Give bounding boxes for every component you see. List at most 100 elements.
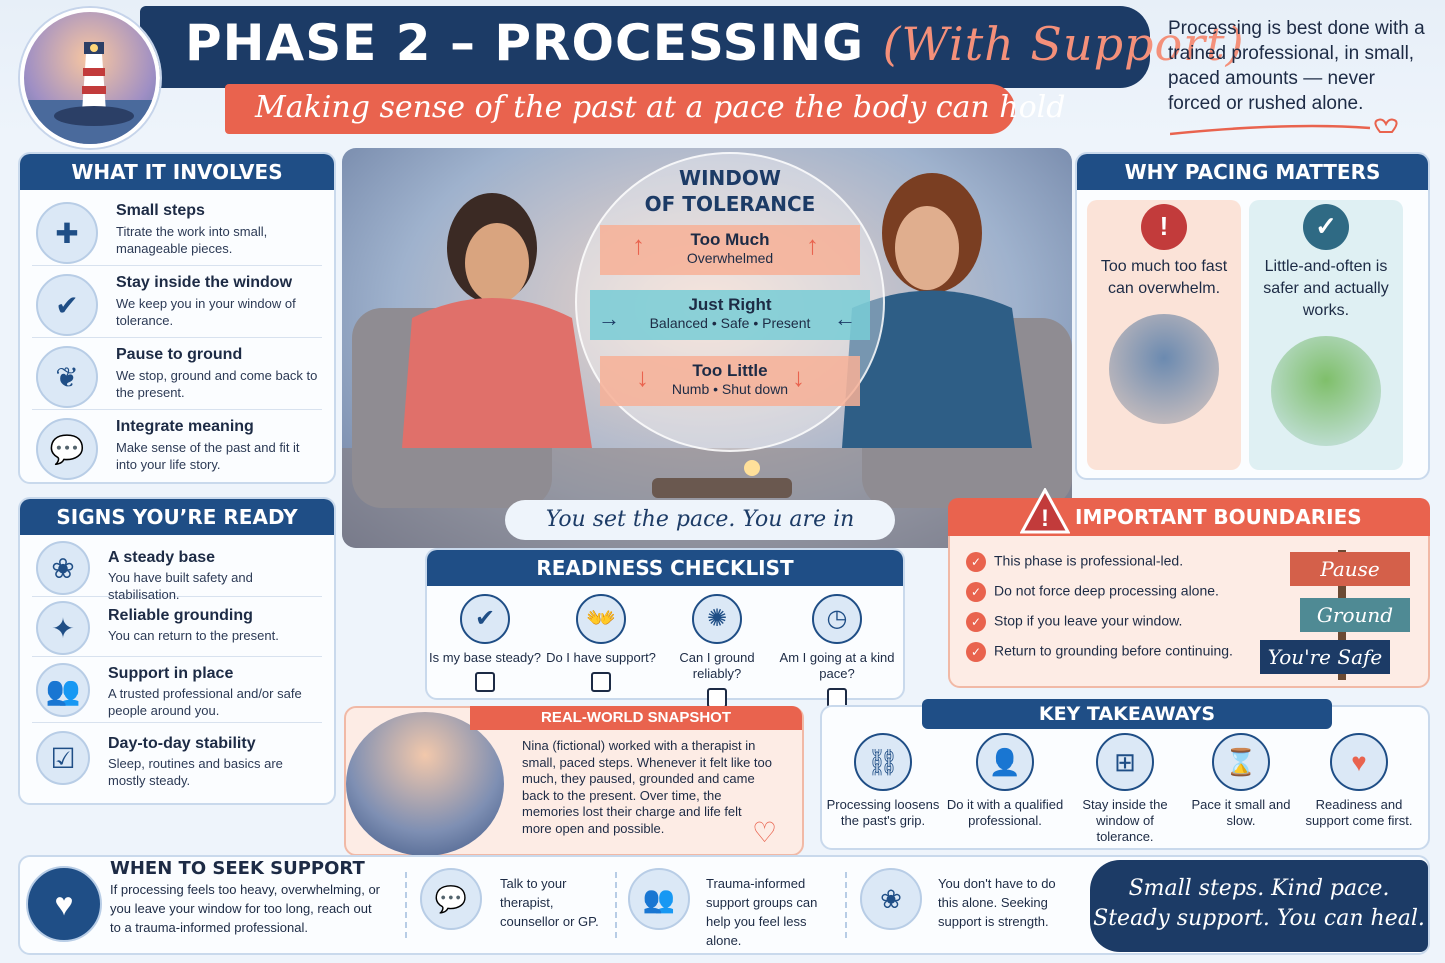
arrow-down-icon: ↓	[636, 362, 649, 392]
band-sublabel: Numb • Shut down	[671, 381, 789, 397]
item-title: Support in place	[108, 665, 234, 682]
why-right-text: Little-and-often is safer and actually w…	[1263, 258, 1389, 319]
item-title: Small steps	[116, 202, 205, 219]
item-title: Reliable grounding	[108, 607, 253, 624]
tagline: You set the pace. You are in control.	[505, 500, 895, 572]
band-sublabel: Overwhelmed	[686, 250, 774, 266]
clock-icon: ◷	[812, 594, 862, 644]
list-item: ✦ Reliable grounding You can return to t…	[32, 599, 322, 657]
why-card-overwhelm: ! Too much too fast can overwhelm.	[1087, 200, 1241, 470]
band-too-much: Too Much Overwhelmed	[600, 225, 860, 275]
item-desc: We keep you in your window of tolerance.	[116, 296, 296, 328]
why-pacing-panel: WHY PACING MATTERS ! Too much too fast c…	[1075, 152, 1430, 480]
band-label: Just Right	[688, 295, 772, 314]
warning-icon: !	[1141, 204, 1187, 250]
check-icon: ✓	[966, 552, 986, 572]
list-item: ☑ Day-to-day stability Sleep, routines a…	[32, 725, 322, 795]
sprout-icon: ❀	[36, 541, 90, 595]
boundary-item: ✓Return to grounding before continuing.	[966, 642, 1233, 662]
snapshot-heading: REAL-WORLD SNAPSHOT	[470, 706, 802, 730]
heart-hands-icon: ♥	[1330, 733, 1388, 791]
takeaway-label: Do it with a qualified professional.	[946, 797, 1064, 828]
checklist-label: Do I have support?	[546, 650, 656, 665]
plant-icon: ❀	[860, 868, 922, 930]
watered-plant-illustration	[1271, 336, 1381, 446]
checklist-item: 👐 Do I have support?	[543, 590, 659, 695]
sign-pause: Pause	[1290, 552, 1410, 586]
title-accent: (With Support)	[882, 17, 1245, 71]
hourglass-icon: ⌛	[1212, 733, 1270, 791]
list-item: ❀ A steady base You have built safety an…	[32, 539, 322, 602]
item-title: Stay inside the window	[116, 274, 293, 291]
why-left-text: Too much too fast can overwhelm.	[1100, 258, 1228, 297]
takeaway-label: Processing loosens the past's grip.	[826, 797, 940, 828]
takeaway-item: ⊞ Stay inside the window of tolerance.	[1066, 727, 1184, 847]
overwhelmed-person-illustration	[1109, 314, 1219, 424]
hands-people-icon: 👐	[576, 594, 626, 644]
checklist-label: Am I going at a kind pace?	[779, 650, 895, 681]
page-title: PHASE 2 – PROCESSING (With Support)	[185, 14, 1245, 72]
subtitle-banner	[225, 84, 1015, 134]
arrow-right-icon: →	[598, 306, 620, 331]
warning-icon: !	[1019, 486, 1071, 534]
boundary-item: ✓This phase is professional-led.	[966, 552, 1183, 572]
lighthouse-logo	[20, 8, 160, 148]
ready-heading: SIGNS YOU’RE READY	[20, 499, 334, 535]
takeaway-item: ♥ Readiness and support come first.	[1300, 727, 1418, 847]
takeaway-label: Readiness and support come first.	[1305, 797, 1413, 828]
lungs-icon: ❦	[36, 346, 98, 408]
readiness-checklist: READINESS CHECKLIST ✔ Is my base steady?…	[425, 548, 905, 708]
chat-bubbles-icon: 💬	[36, 418, 98, 480]
checklist-label: Is my base steady?	[429, 650, 541, 665]
list-item: ✚ Small steps Titrate the work into smal…	[32, 196, 322, 266]
snapshot-text: Nina (fictional) worked with a therapist…	[522, 738, 773, 836]
calendar-check-icon: ☑	[36, 731, 90, 785]
ready-panel: SIGNS YOU’RE READY ❀ A steady base You h…	[18, 497, 336, 805]
svg-text:!: !	[1041, 505, 1049, 532]
checklist-checkbox[interactable]	[591, 672, 611, 692]
shield-check-icon: ✔	[36, 274, 98, 336]
arrow-up-icon: ↑	[632, 230, 645, 260]
takeaway-item: ⌛ Pace it small and slow.	[1182, 727, 1300, 847]
item-title: A steady base	[108, 549, 216, 566]
checklist-checkbox[interactable]	[475, 672, 495, 692]
compass-icon: ✦	[36, 601, 90, 655]
boundary-item: ✓Stop if you leave your window.	[966, 612, 1182, 632]
heart-hands-icon: ♥	[26, 866, 102, 942]
takeaways-panel: KEY TAKEAWAYS ⛓ Processing loosens the p…	[820, 699, 1430, 850]
heart-doodle-icon	[1169, 118, 1410, 138]
sign-youre-safe: You're Safe	[1260, 640, 1390, 674]
closing-line: Steady support. You can heal.	[1093, 906, 1425, 931]
header-note: Processing is best done with a trained p…	[1168, 18, 1425, 114]
support-text: If processing feels too heavy, overwhelm…	[110, 882, 381, 935]
checklist-checkbox[interactable]	[707, 688, 727, 708]
takeaway-item: 👤 Do it with a qualified professional.	[946, 727, 1064, 847]
list-item: 💬 Integrate meaning Make sense of the pa…	[32, 412, 322, 482]
band-label: Too Much	[690, 230, 770, 249]
arrow-down-icon: ↓	[792, 362, 805, 392]
shield-check-icon: ✔	[460, 594, 510, 644]
boundaries-heading: IMPORTANT BOUNDARIES	[1075, 505, 1362, 529]
boundary-item: ✓Do not force deep processing alone.	[966, 582, 1219, 602]
involves-panel: WHAT IT INVOLVES ✚ Small steps Titrate t…	[18, 152, 336, 484]
support-option: Trauma-informed support groups can help …	[706, 876, 818, 948]
support-option: Talk to your therapist, counsellor or GP…	[500, 876, 599, 929]
title-banner	[140, 6, 1150, 88]
support-option: You don't have to do this alone. Seeking…	[938, 876, 1056, 929]
check-icon: ✓	[966, 582, 986, 602]
checklist-item: ✺ Can I ground reliably?	[659, 590, 775, 708]
broken-chain-icon: ⛓	[854, 733, 912, 791]
item-title: Pause to ground	[116, 346, 243, 363]
takeaways-heading: KEY TAKEAWAYS	[922, 699, 1332, 729]
item-title: Integrate meaning	[116, 418, 254, 435]
item-desc: We stop, ground and come back to the pre…	[116, 368, 318, 400]
why-heading: WHY PACING MATTERS	[1077, 154, 1428, 190]
people-icon: 👥	[36, 663, 90, 717]
item-desc: A trusted professional and/or safe peopl…	[108, 686, 302, 718]
brain-icon: ✺	[692, 594, 742, 644]
band-just-right: Just Right Balanced • Safe • Present	[590, 290, 870, 340]
item-desc: You have built safety and stabilisation.	[108, 570, 253, 602]
heart-icon: ♡	[752, 817, 778, 848]
item-title: Day-to-day stability	[108, 735, 256, 752]
takeaway-item: ⛓ Processing loosens the past's grip.	[824, 727, 942, 847]
